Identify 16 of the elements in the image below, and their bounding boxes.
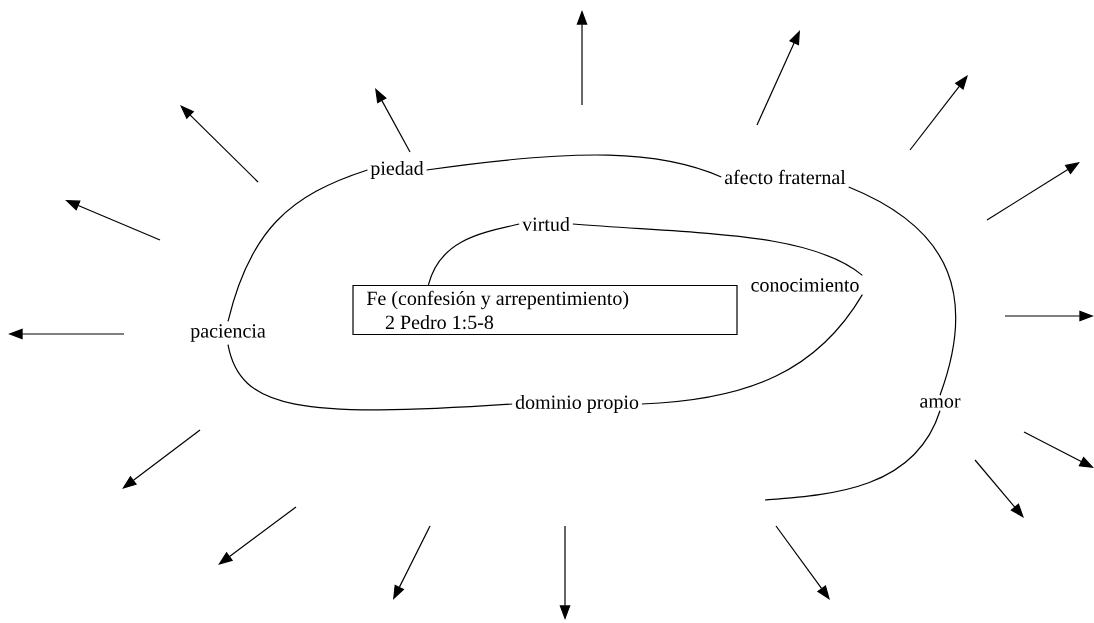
node-label: virtud [522, 216, 570, 231]
node-label: afecto fraternal [724, 169, 846, 185]
connector-curve [641, 294, 863, 405]
connector-curve [572, 223, 863, 276]
node-label: piedad [370, 160, 424, 180]
node-label: amor [920, 398, 961, 408]
connector-curve [426, 154, 722, 178]
node-label: paciencia [190, 324, 266, 342]
connector-curve [227, 344, 513, 411]
text-box: Fe (confesión y arrepentimiento) 2 Pedro 1:5-8 [352, 284, 738, 336]
node-label: conocimiento [751, 278, 859, 292]
connector-curve [427, 223, 520, 286]
connector-curve [227, 169, 369, 322]
node-label: dominio propio [515, 394, 639, 414]
connector-curve [848, 186, 957, 396]
connector-curve [764, 410, 941, 501]
